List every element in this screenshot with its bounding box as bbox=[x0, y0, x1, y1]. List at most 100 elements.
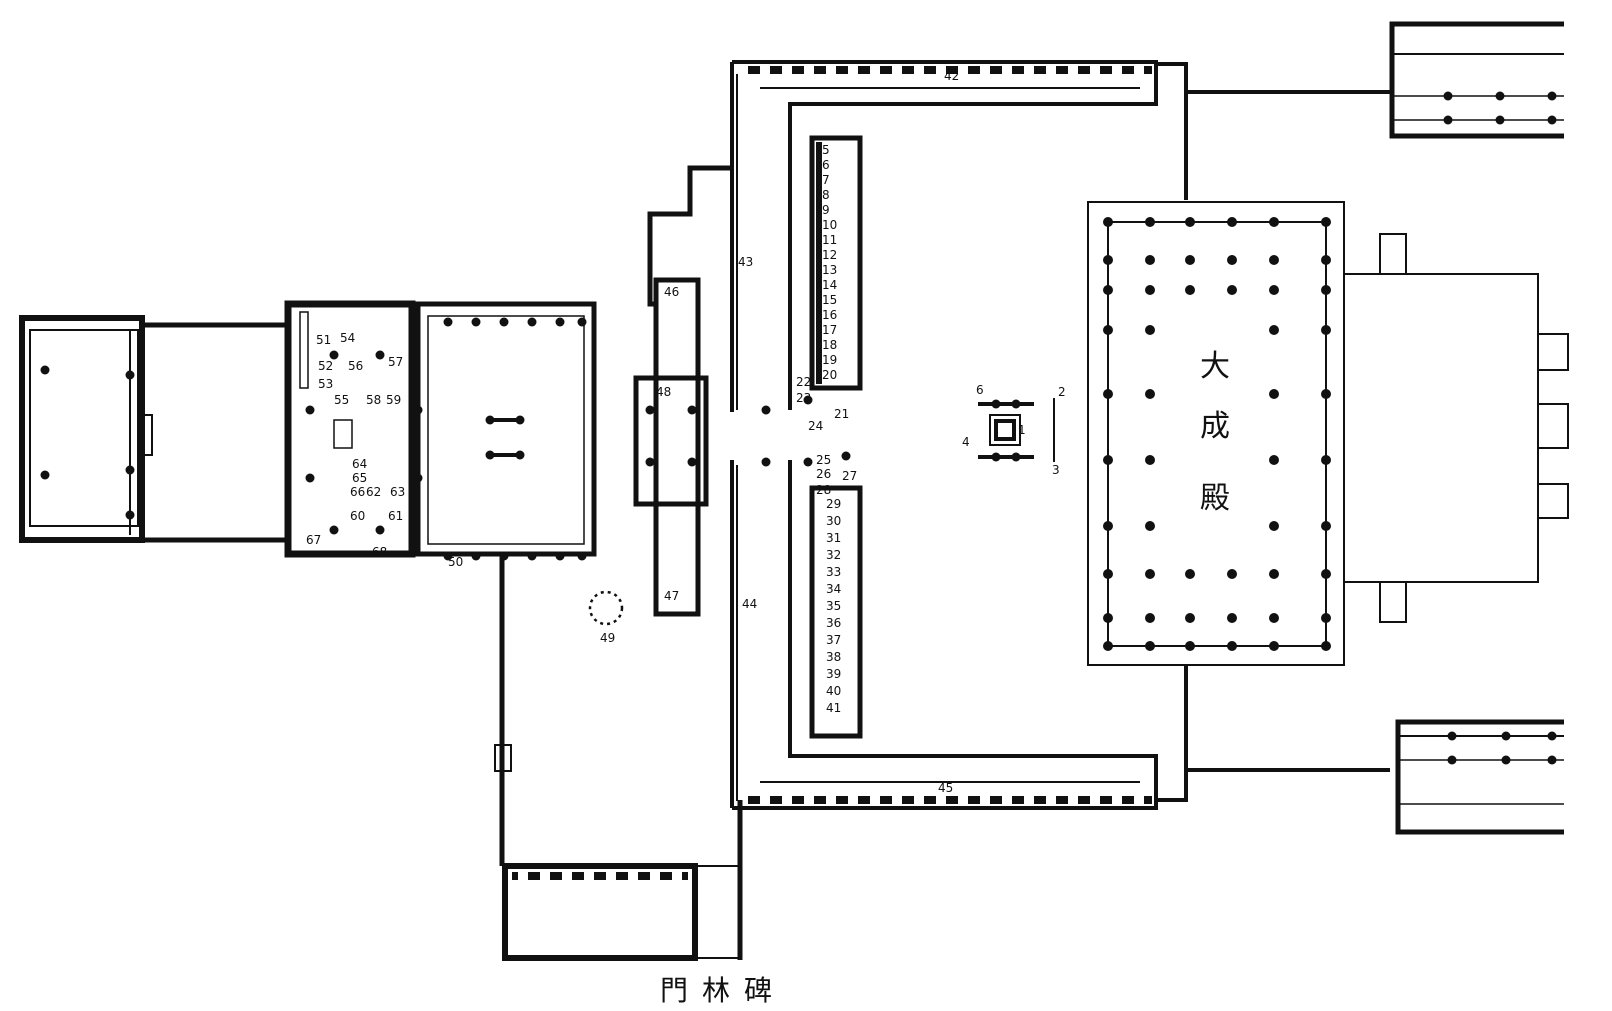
hall-column bbox=[1321, 255, 1331, 265]
column-dot bbox=[413, 473, 423, 483]
stele-number-6: 6 bbox=[976, 383, 984, 397]
hall-column bbox=[1103, 641, 1113, 651]
hall-column bbox=[1321, 325, 1331, 335]
column-dot bbox=[1011, 399, 1021, 409]
hall-column bbox=[1145, 641, 1155, 651]
column-dot bbox=[1501, 731, 1511, 741]
hall-column bbox=[1321, 521, 1331, 531]
column-dot bbox=[645, 405, 655, 415]
stele-number-56: 56 bbox=[348, 359, 363, 373]
hall-column bbox=[1269, 569, 1279, 579]
stele-number-40: 40 bbox=[826, 684, 841, 698]
hall-column bbox=[1103, 325, 1113, 335]
stele-number-21: 21 bbox=[834, 407, 849, 421]
south-passage bbox=[494, 554, 743, 960]
stele-number-13: 13 bbox=[822, 263, 837, 277]
hall-char-2: 成 bbox=[1200, 409, 1230, 444]
gate-pavilion bbox=[633, 165, 730, 617]
stele-number-18: 18 bbox=[822, 338, 837, 352]
hall-column bbox=[1103, 285, 1113, 295]
hall-column bbox=[1269, 455, 1279, 465]
hall-column bbox=[1321, 641, 1331, 651]
column-dot bbox=[645, 457, 655, 467]
stele-number-55: 55 bbox=[334, 393, 349, 407]
stele-number-labels: 5678910111213141516171819202930313233343… bbox=[306, 69, 1066, 795]
stele-number-59: 59 bbox=[386, 393, 401, 407]
hall-column bbox=[1269, 325, 1279, 335]
stele-number-51: 51 bbox=[316, 333, 331, 347]
stele-number-24: 24 bbox=[808, 419, 823, 433]
stele-number-62: 62 bbox=[366, 485, 381, 499]
column-dot bbox=[499, 317, 509, 327]
column-dot bbox=[329, 525, 339, 535]
column-dot bbox=[443, 551, 453, 561]
hall-column bbox=[1321, 613, 1331, 623]
column-dot bbox=[1547, 91, 1557, 101]
stele-number-44: 44 bbox=[742, 597, 757, 611]
column-dot bbox=[577, 551, 587, 561]
column-dot bbox=[1547, 115, 1557, 125]
hall-column bbox=[1227, 613, 1237, 623]
stele-number-28: 28 bbox=[816, 483, 831, 497]
stele-number-45: 45 bbox=[938, 781, 953, 795]
stele-number-3: 3 bbox=[1052, 463, 1060, 477]
stele-number-38: 38 bbox=[826, 650, 841, 664]
stele-number-49: 49 bbox=[600, 631, 615, 645]
main-cloister bbox=[730, 60, 1188, 810]
hall-column bbox=[1227, 255, 1237, 265]
stele-number-10: 10 bbox=[822, 218, 837, 232]
stele-number-4: 4 bbox=[962, 435, 970, 449]
east-side-halls bbox=[1389, 21, 1564, 835]
stele-number-11: 11 bbox=[822, 233, 837, 247]
hall-column bbox=[1145, 325, 1155, 335]
hall-column bbox=[1321, 217, 1331, 227]
column-dot bbox=[577, 317, 587, 327]
hall-column bbox=[1321, 389, 1331, 399]
column-dot bbox=[527, 551, 537, 561]
column-dot bbox=[515, 415, 525, 425]
hall-column bbox=[1185, 255, 1195, 265]
stele-number-63: 63 bbox=[390, 485, 405, 499]
column-dot bbox=[841, 451, 851, 461]
column-dot bbox=[1443, 115, 1453, 125]
stele-number-23: 23 bbox=[796, 391, 811, 405]
hall-column bbox=[1145, 455, 1155, 465]
stele-number-29: 29 bbox=[826, 497, 841, 511]
stele-number-57: 57 bbox=[388, 355, 403, 369]
column-dot bbox=[485, 450, 495, 460]
hall-column bbox=[1185, 217, 1195, 227]
central-stele-pavilion bbox=[978, 398, 1055, 462]
column-dot bbox=[375, 525, 385, 535]
hall-char-3: 殿 bbox=[1200, 481, 1230, 516]
stele-number-60: 60 bbox=[350, 509, 365, 523]
stele-number-34: 34 bbox=[826, 582, 841, 596]
hall-column bbox=[1145, 389, 1155, 399]
stele-number-61: 61 bbox=[388, 509, 403, 523]
stele-number-58: 58 bbox=[366, 393, 381, 407]
hall-column bbox=[1145, 255, 1155, 265]
hall-column bbox=[1227, 569, 1237, 579]
column-dot bbox=[991, 452, 1001, 462]
stele-number-7: 7 bbox=[822, 173, 830, 187]
stele-number-19: 19 bbox=[822, 353, 837, 367]
stele-number-31: 31 bbox=[826, 531, 841, 545]
column-dot bbox=[687, 405, 697, 415]
stele-number-39: 39 bbox=[826, 667, 841, 681]
long-stele-row bbox=[809, 135, 863, 739]
stele-number-42: 42 bbox=[944, 69, 959, 83]
column-dot bbox=[305, 473, 315, 483]
stele-number-2: 2 bbox=[1058, 385, 1066, 399]
stele-number-33: 33 bbox=[826, 565, 841, 579]
column-dot bbox=[803, 395, 813, 405]
hall-column bbox=[1103, 455, 1113, 465]
column-dot bbox=[761, 457, 771, 467]
column-dot bbox=[329, 350, 339, 360]
hall-column bbox=[1103, 569, 1113, 579]
hall-column bbox=[1145, 613, 1155, 623]
stele-number-65: 65 bbox=[352, 471, 367, 485]
hall-char-1: 大 bbox=[1200, 349, 1230, 384]
hall-column bbox=[1269, 613, 1279, 623]
column-dot bbox=[1547, 731, 1557, 741]
hall-column bbox=[1145, 217, 1155, 227]
